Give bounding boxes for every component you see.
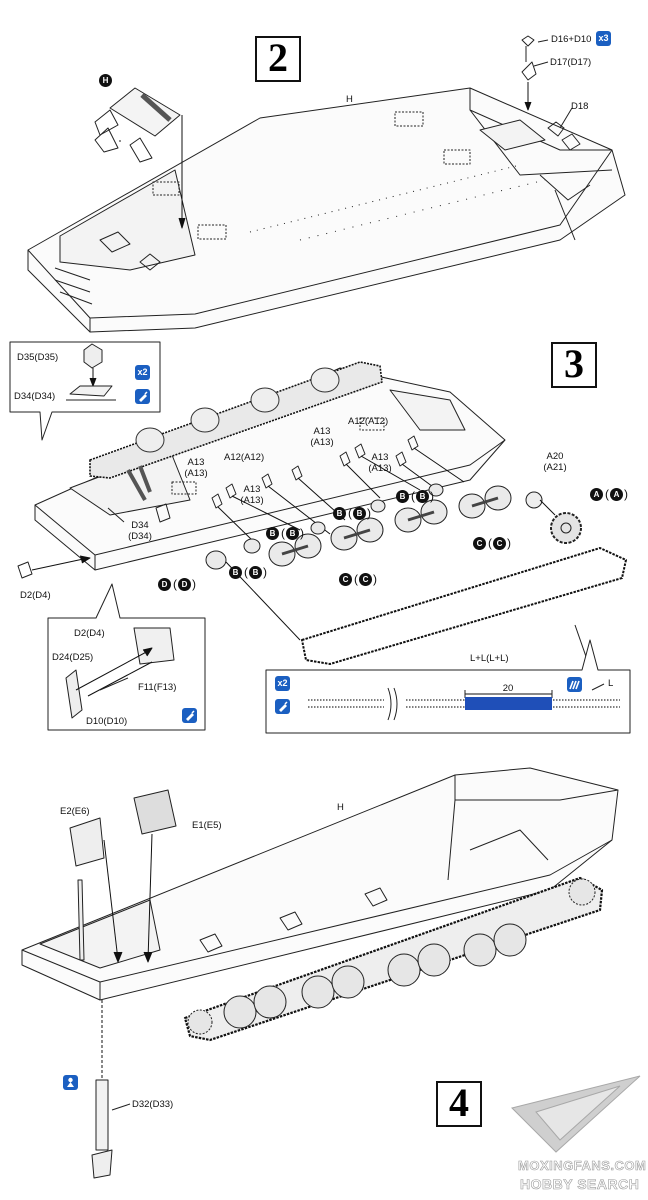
label-d2: D2(D4) (20, 590, 51, 601)
callout-d-alt: D (178, 578, 191, 591)
label-a13-1: A13 (187, 457, 205, 468)
label-e2: E2(E6) (60, 806, 90, 817)
part-callout-h: H (99, 74, 112, 87)
watermark-moxingfans: MOXINGFANS.COM (518, 1158, 647, 1174)
quantity-badge-x3: x3 (596, 31, 611, 46)
label-d24: D24(D25) (52, 652, 94, 663)
label-d32: D32(D33) (132, 1099, 174, 1110)
label-d18: D18 (571, 101, 589, 112)
callout-b-pair-1: B ( B ) (266, 527, 314, 540)
callout-b-alt: B (416, 490, 429, 503)
inset-d2-d24 (47, 583, 206, 731)
label-a13-3: A13 (313, 426, 331, 437)
callout-b-alt: B (286, 527, 299, 540)
label-d10: D10(D10) (86, 716, 128, 727)
label-f11: F11(F13) (138, 682, 177, 693)
callout-b: B (229, 566, 242, 579)
callout-c: C (339, 573, 352, 586)
label-a13-3-alt: (A13) (310, 437, 334, 448)
label-hull-h-step4: H (337, 802, 344, 813)
callout-c-pair-1: C ( C ) (339, 573, 387, 586)
paper-plane-logo (511, 1075, 641, 1153)
callout-c-alt: C (493, 537, 506, 550)
quantity-badge-x2-inset: x2 (135, 365, 150, 380)
label-d17: D17(D17) (550, 57, 592, 68)
label-a12-2: A12(A12) (348, 416, 389, 427)
label-d2-inset: D2(D4) (74, 628, 105, 639)
callout-a-alt: A (610, 488, 623, 501)
label-d34-alt: (D34) (128, 531, 152, 542)
label-d16-d10: D16+D10 (551, 34, 592, 45)
label-a13-2: A13 (243, 484, 261, 495)
label-a12-1: A12(A12) (224, 452, 265, 463)
label-d34: D34 (131, 520, 149, 531)
callout-c-pair-2: C ( C ) (473, 537, 521, 550)
watermark-hobbysearch: HOBBY SEARCH (520, 1176, 640, 1193)
paint-icon (567, 677, 582, 692)
label-d34-inset: D34(D34) (14, 391, 56, 402)
step3-hull-drawing (17, 361, 627, 669)
label-hull-h: H (346, 94, 353, 105)
callout-b-pair-3: B ( B ) (396, 490, 444, 503)
label-a13-2-alt: (A13) (240, 495, 264, 506)
callout-b-alt: B (353, 507, 366, 520)
callout-b: B (396, 490, 409, 503)
callout-c-alt: C (359, 573, 372, 586)
label-a21: (A21) (543, 462, 567, 473)
glue-icon (135, 389, 150, 404)
label-track-l: L+L(L+L) (470, 653, 509, 664)
callout-b: B (333, 507, 346, 520)
highlighted-track-links (465, 697, 552, 710)
step-number-3: 3 (551, 342, 597, 388)
label-a13-4: A13 (371, 452, 389, 463)
inset-d34-d35 (9, 341, 161, 441)
callout-b-alt: B (249, 566, 262, 579)
step-number-4: 4 (436, 1081, 482, 1127)
label-track-link-l: L (608, 678, 614, 689)
glue-icon (182, 708, 197, 723)
step4-hull-drawing (21, 767, 619, 1179)
glue-icon (275, 699, 290, 714)
step2-hull-drawing (27, 35, 626, 333)
label-a20: A20 (546, 451, 564, 462)
callout-d-pair: D ( D ) (158, 578, 206, 591)
paint-icon (63, 1075, 78, 1090)
callout-b: B (266, 527, 279, 540)
callout-a: A (590, 488, 603, 501)
quantity-badge-x2-track: x2 (275, 676, 290, 691)
callout-d: D (158, 578, 171, 591)
callout-b-pair-2: B ( B ) (333, 507, 381, 520)
label-a13-1-alt: (A13) (184, 468, 208, 479)
callout-c: C (473, 537, 486, 550)
label-a13-4-alt: (A13) (368, 463, 392, 474)
label-e1: E1(E5) (192, 820, 222, 831)
label-d35: D35(D35) (17, 352, 59, 363)
label-link-count: 20 (502, 683, 514, 694)
step-number-2: 2 (255, 36, 301, 82)
callout-a-pair: A ( A ) (590, 488, 638, 501)
callout-b-pair-4: B ( B ) (229, 566, 277, 579)
